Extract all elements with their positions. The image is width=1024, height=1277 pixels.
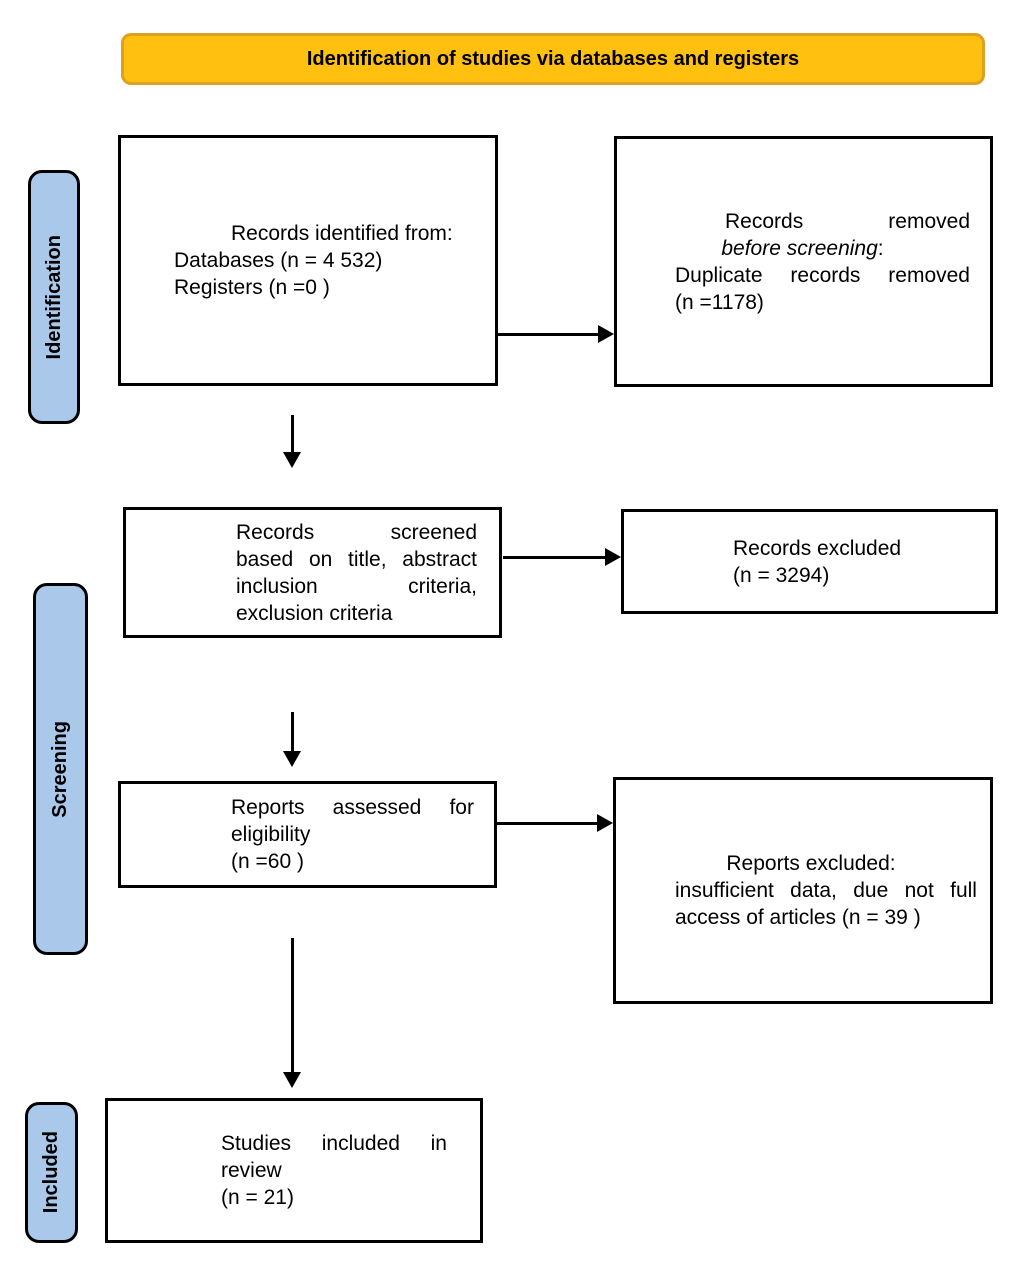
records-removed-duplicates: Duplicate records removed xyxy=(675,263,970,287)
phase-label-identification: Identification xyxy=(28,170,80,424)
reports-assessed-line2: eligibility xyxy=(231,823,311,846)
records-screened-line2: based on title, abstract xyxy=(236,547,477,571)
box-reports-excluded: Reports excluded: insufficient data, due… xyxy=(613,777,993,1004)
arrow-identified-to-screened xyxy=(283,415,301,468)
arrow-identified-to-removed xyxy=(498,325,614,343)
reports-assessed-line1: Reports assessed for xyxy=(231,796,474,819)
records-screened-line4: exclusion criteria xyxy=(236,601,393,625)
phase-label-included-text: Included xyxy=(40,1131,62,1214)
studies-included-count: (n = 21) xyxy=(221,1186,294,1209)
records-identified-databases: Databases (n = 4 532) xyxy=(174,249,383,272)
box-records-removed: Records removed before screening: Duplic… xyxy=(614,136,993,387)
reports-excluded-line3: access of articles (n = 39 ) xyxy=(675,906,921,929)
studies-included-line1: Studies included in xyxy=(221,1132,447,1155)
records-identified-registers: Registers (n =0 ) xyxy=(174,276,330,299)
records-screened-line1: Records screened xyxy=(236,520,477,544)
arrow-shaft xyxy=(290,415,294,456)
diagram-title: Identification of studies via databases … xyxy=(306,47,800,70)
records-removed-count: (n =1178) xyxy=(675,290,764,314)
arrow-right-icon xyxy=(605,548,621,566)
arrow-down-icon xyxy=(283,1072,301,1088)
box-records-identified: Records identified from: Databases (n = … xyxy=(118,135,498,386)
records-screened-line3: inclusion criteria, xyxy=(236,574,477,598)
phase-label-screening-text: Screening xyxy=(49,720,71,818)
phase-label-identification-text: Identification xyxy=(42,234,65,360)
records-identified-heading: Records identified from: xyxy=(231,222,453,245)
arrow-right-icon xyxy=(598,325,614,343)
records-removed-heading: Records removed xyxy=(725,209,970,233)
box-studies-included: Studies included in review (n = 21) xyxy=(105,1098,483,1243)
records-excluded-count: (n = 3294) xyxy=(733,563,830,587)
arrow-shaft xyxy=(290,938,294,1076)
title-banner: Identification of studies via databases … xyxy=(121,33,985,85)
records-removed-subheading: before screening: xyxy=(721,236,884,260)
reports-excluded-line2: insufficient data, due not full xyxy=(675,879,977,902)
records-excluded-heading: Records excluded xyxy=(733,536,902,560)
arrow-assessed-to-reports-excluded xyxy=(497,814,613,832)
phase-label-included: Included xyxy=(25,1102,78,1243)
arrow-down-icon xyxy=(283,751,301,767)
arrow-screened-to-excluded xyxy=(503,548,621,566)
phase-label-screening: Screening xyxy=(33,583,88,955)
arrow-shaft xyxy=(503,555,609,559)
arrow-down-icon xyxy=(283,452,301,468)
arrow-shaft xyxy=(290,712,294,755)
arrow-assessed-to-included xyxy=(283,938,301,1088)
box-records-screened: Records screened based on title, abstrac… xyxy=(123,507,502,638)
arrow-right-icon xyxy=(597,814,613,832)
box-records-excluded: Records excluded (n = 3294) xyxy=(621,509,998,614)
reports-assessed-count: (n =60 ) xyxy=(231,850,304,873)
arrow-screened-to-assessed xyxy=(283,712,301,767)
reports-excluded-heading: Reports excluded: xyxy=(726,852,896,875)
box-reports-assessed: Reports assessed for eligibility (n =60 … xyxy=(118,781,497,888)
arrow-shaft xyxy=(497,821,601,825)
studies-included-line2: review xyxy=(221,1159,282,1182)
arrow-shaft xyxy=(498,332,602,336)
